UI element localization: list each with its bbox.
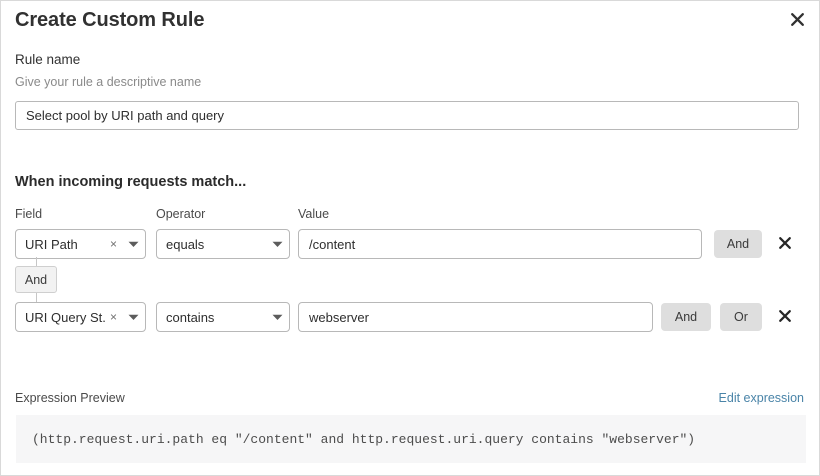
condition-row: URI Path × equals And — [1, 229, 819, 259]
operator-select-1[interactable]: equals — [156, 229, 290, 259]
condition-connector: And — [1, 257, 201, 307]
rule-name-label: Rule name — [15, 52, 81, 67]
rule-name-input[interactable] — [15, 101, 799, 130]
chevron-down-icon[interactable] — [265, 241, 289, 248]
connector-and-chip[interactable]: And — [15, 266, 57, 293]
edit-expression-link[interactable]: Edit expression — [718, 391, 804, 405]
value-input-2[interactable] — [298, 302, 653, 332]
close-icon[interactable] — [785, 7, 809, 31]
logic-and-button-2[interactable]: And — [661, 303, 711, 331]
chevron-down-icon[interactable] — [265, 314, 289, 321]
rule-name-description: Give your rule a descriptive name — [15, 75, 202, 89]
column-header-field: Field — [15, 207, 43, 221]
remove-condition-button-1[interactable] — [775, 231, 795, 255]
expression-preview-code: (http.request.uri.path eq "/content" and… — [32, 431, 696, 447]
close-small-icon[interactable]: × — [109, 237, 117, 251]
dialog-title: Create Custom Rule — [15, 9, 205, 31]
field-select-2-value: URI Query St... — [25, 309, 106, 325]
expression-preview-box: (http.request.uri.path eq "/content" and… — [16, 415, 806, 463]
condition-row: URI Query St... × contains And Or — [1, 302, 819, 332]
connector-line-bottom — [36, 293, 37, 302]
operator-select-1-value: equals — [166, 236, 205, 252]
close-small-icon[interactable]: × — [109, 310, 117, 324]
column-header-operator: Operator — [156, 207, 206, 221]
expression-preview-label: Expression Preview — [15, 391, 125, 405]
field-select-2[interactable]: URI Query St... × — [15, 302, 146, 332]
field-select-1[interactable]: URI Path × — [15, 229, 146, 259]
logic-and-button-1[interactable]: And — [714, 230, 762, 258]
value-input-1[interactable] — [298, 229, 702, 259]
logic-or-button-2[interactable]: Or — [720, 303, 762, 331]
operator-select-2[interactable]: contains — [156, 302, 290, 332]
chevron-down-icon[interactable] — [121, 241, 145, 248]
conditions-heading: When incoming requests match... — [15, 174, 247, 190]
connector-line-top — [36, 257, 37, 266]
remove-condition-button-2[interactable] — [775, 304, 795, 328]
chevron-down-icon[interactable] — [121, 314, 145, 321]
operator-select-2-value: contains — [166, 309, 215, 325]
column-header-value: Value — [298, 207, 330, 221]
field-select-1-value: URI Path — [25, 236, 78, 252]
